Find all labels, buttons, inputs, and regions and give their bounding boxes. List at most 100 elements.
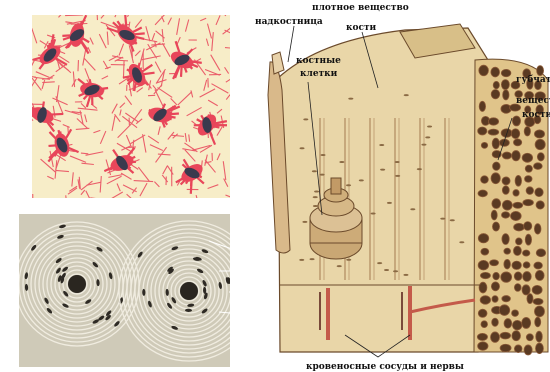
trabecular-space [478, 309, 487, 317]
trabecular-space [537, 153, 544, 161]
trabecular-space [523, 199, 534, 205]
trabecular-space [478, 342, 488, 350]
label-spongy-2: вещест [516, 96, 550, 106]
trabecular-space [477, 333, 487, 340]
trabecular-space [512, 151, 521, 161]
trabecular-space [535, 139, 545, 150]
trabecular-space [525, 234, 531, 245]
label-vessels: кровеносные сосуды и нервы [306, 362, 464, 372]
trabecular-space [513, 202, 523, 208]
trabecular-space [522, 250, 529, 256]
trabecular-space [480, 296, 490, 305]
trabecular-space [492, 222, 499, 231]
trabecular-space [501, 272, 512, 282]
trabecular-space [512, 331, 521, 341]
periosteum-tip [272, 52, 284, 74]
trabecular-space [493, 81, 499, 89]
trabecular-space [535, 343, 543, 354]
trabecular-space [524, 345, 532, 355]
trabecular-space [535, 317, 541, 327]
trabecular-space [533, 163, 542, 170]
trabecular-space [526, 334, 533, 341]
osteon-illustration [19, 214, 230, 367]
trabecular-space [502, 200, 512, 210]
central-canal [68, 275, 86, 293]
pointer-line [288, 26, 294, 62]
trabecular-space [514, 223, 525, 231]
trabecular-space [524, 176, 532, 183]
trabecular-space [501, 80, 509, 90]
trabecular-space [515, 175, 521, 186]
trabecular-space [492, 138, 499, 149]
trabecular-space [533, 298, 543, 304]
trabecular-space [514, 272, 522, 281]
trabecular-space [512, 310, 519, 317]
trabecular-space [501, 212, 509, 218]
label-bone-cells: костные [296, 56, 341, 66]
trabecular-space [491, 282, 499, 291]
trabecular-space [502, 177, 510, 185]
trabecular-space [488, 129, 499, 135]
trabecular-space [526, 187, 533, 195]
osteocytes-panel [32, 15, 230, 198]
label-spongy-3: кости [522, 110, 550, 120]
central-canal [180, 282, 198, 300]
trabecular-space [500, 332, 511, 339]
osteon-panel [19, 214, 230, 367]
trabecular-space [512, 116, 520, 126]
trabecular-space [480, 272, 490, 278]
bone-structure-illustration: плотное вещество кости надкостница костн… [250, 0, 550, 372]
trabecular-space [524, 222, 532, 231]
trabecular-space [527, 294, 533, 304]
trabecular-space [491, 210, 497, 220]
trabecular-space [535, 188, 543, 197]
trabecular-space [479, 101, 485, 111]
trabecular-space [502, 234, 509, 245]
trabecular-space [492, 296, 498, 303]
trabecular-space [534, 130, 544, 138]
trabecular-space [514, 284, 521, 292]
trabecular-space [478, 260, 489, 270]
trabecular-space [481, 176, 489, 184]
trabecular-space [504, 319, 512, 329]
trabecular-space [534, 306, 544, 317]
trabecular-space [481, 321, 488, 328]
trabecular-space [492, 318, 499, 326]
trabecular-space [512, 320, 522, 330]
trabecular-space [514, 345, 522, 353]
trabecular-space [481, 248, 489, 255]
trabecular-space [501, 69, 511, 76]
trabecular-space [510, 211, 521, 220]
trabecular-space [524, 127, 530, 136]
trabecular-space [478, 190, 488, 197]
trabecular-space [478, 127, 487, 135]
osteocytes-illustration [32, 15, 230, 198]
trabecular-space [499, 305, 510, 316]
trabecular-space [503, 90, 509, 100]
trabecular-space [523, 272, 532, 282]
trabecular-space [525, 165, 532, 172]
trabecular-space [491, 67, 500, 77]
trabecular-space [502, 152, 511, 159]
trabecular-space [532, 285, 542, 294]
trabecular-space [534, 224, 541, 235]
trabecular-space [536, 249, 545, 257]
trabecular-space [479, 282, 487, 293]
trabecular-space [504, 248, 511, 254]
trabecular-space [535, 270, 544, 280]
trabecular-space [513, 190, 519, 197]
trabecular-space [512, 261, 521, 269]
trabecular-space [492, 199, 501, 209]
trabecular-space [491, 173, 500, 184]
trabecular-space [504, 259, 511, 269]
label-bone-cells-2: клетки [300, 69, 338, 79]
trabecular-space [479, 65, 489, 76]
label-spongy: губчат [516, 74, 550, 85]
trabecular-space [500, 344, 511, 352]
trabecular-space [491, 332, 500, 342]
trabecular-space [490, 260, 499, 266]
trabecular-space [491, 90, 499, 99]
trabecular-space [522, 317, 531, 328]
trabecular-space [513, 139, 521, 146]
trabecular-space [523, 262, 530, 268]
